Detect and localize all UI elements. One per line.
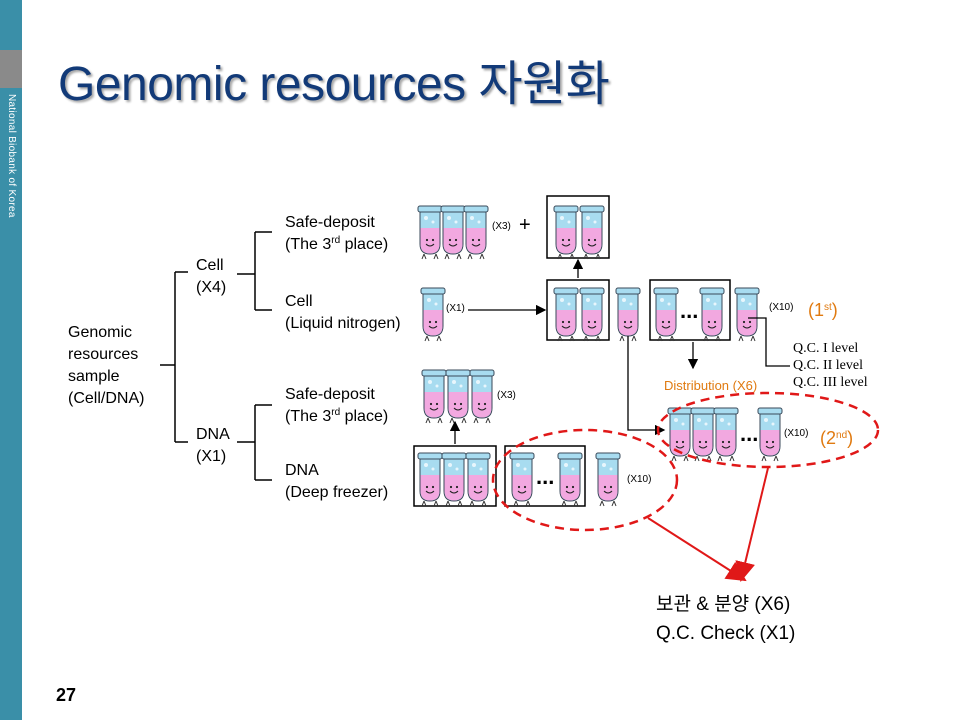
box-dna-qc — [504, 445, 586, 507]
leaf-cell-liquid: Cell(Liquid nitrogen) — [285, 293, 401, 332]
distribution-label: Distribution (X6) — [664, 378, 758, 393]
tube-group-cell-liquid-box — [553, 287, 605, 342]
plus-sign: + — [519, 214, 531, 236]
tube-group-distribution — [667, 407, 783, 462]
second-label: (2nd) — [820, 428, 854, 448]
leaf-cell-safe: Safe-deposit (The 3rd place) — [285, 214, 389, 253]
multiplier-x3-cell: (X3) — [492, 221, 511, 232]
qc-levels: Q.C. I level Q.C. II level Q.C. III leve… — [793, 341, 868, 390]
tube-group-cell-safe-box — [553, 205, 605, 260]
ellipsis-dna: ... — [536, 464, 555, 489]
first-label: (1st) — [808, 300, 838, 320]
multiplier-x1: (X1) — [446, 303, 465, 314]
cell-branch-label: Cell(X4) — [196, 257, 227, 296]
dna-branch-label: DNA(X1) — [196, 426, 230, 465]
tube-cell-x10 — [734, 287, 760, 342]
sidebar-band — [0, 0, 22, 720]
box-dna-freezer — [413, 445, 497, 507]
tube-group-dna-freezer-box — [417, 452, 491, 507]
multiplier-x10-distribution: (X10) — [784, 428, 809, 439]
box-cell-qc — [649, 279, 731, 341]
highlight-distribution — [656, 391, 880, 469]
multiplier-x3-dna: (X3) — [497, 390, 516, 401]
sidebar-accent — [0, 50, 22, 88]
page-number: 27 — [56, 685, 77, 705]
tree-lines — [160, 231, 272, 481]
red-arrows — [647, 467, 769, 582]
box-cell-safe-storage — [546, 195, 610, 259]
leaf-dna-safe: Safe-deposit (The 3rd place) — [285, 386, 389, 425]
highlight-dna-storage — [491, 428, 679, 532]
sidebar-org-name: National Biobank of Korea — [6, 94, 17, 218]
ellipsis-cell: ... — [680, 298, 699, 323]
ellipsis-distribution: ... — [740, 421, 759, 446]
tube-dna-x10 — [595, 452, 621, 507]
root-label: Genomic resources sample (Cell/DNA) — [68, 324, 145, 407]
multiplier-x10-dna: (X10) — [627, 474, 652, 485]
box-cell-liquid — [546, 279, 610, 341]
tube-group-cell-safe — [417, 205, 489, 260]
tube-group-dna-safe — [421, 369, 495, 424]
bottom-note: 보관 & 분양 (X6) Q.C. Check (X1) — [656, 594, 796, 644]
flow-arrows — [449, 258, 790, 444]
leaf-dna-freezer: DNA(Deep freezer) — [285, 462, 389, 501]
multiplier-x10-cell: (X10) — [769, 302, 794, 313]
tube-cell-liquid — [420, 287, 446, 342]
page-title: Genomic resources 자원화 — [58, 58, 610, 111]
tube-cell-single — [615, 287, 641, 342]
